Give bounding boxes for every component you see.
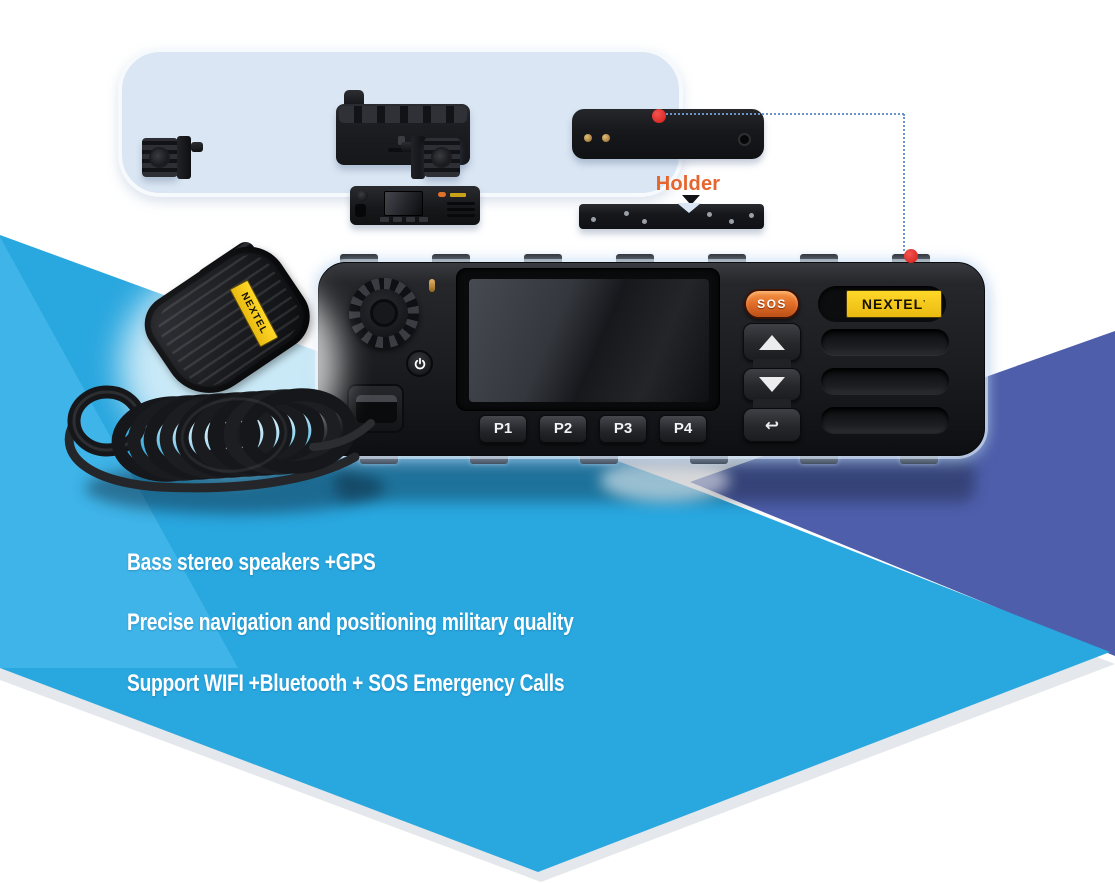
radio-body: P1 P2 P3 P4 SOS NEXTEL’ ↩	[318, 262, 985, 456]
brand-logo-text: NEXTEL	[861, 296, 924, 312]
up-arrow-icon	[759, 334, 785, 350]
mini-p-button	[393, 217, 402, 222]
power-button	[406, 350, 433, 377]
knob-core	[370, 299, 398, 327]
heatsink-ribs	[339, 106, 467, 123]
radio-front-view-small	[350, 186, 480, 225]
mic-coiled-cable	[64, 385, 375, 493]
speaker-slot	[821, 368, 949, 394]
down-arrow-icon	[759, 377, 785, 392]
callout-dot-holder	[652, 109, 666, 123]
holder-pointer-arrow	[682, 195, 700, 205]
brand-logo: NEXTEL’	[846, 290, 942, 318]
mic-connector-socket	[347, 384, 404, 433]
back-arrow-icon: ↩	[764, 415, 780, 435]
p3-button: P3	[599, 415, 647, 443]
status-led	[429, 279, 435, 292]
mic-connector-opening	[356, 395, 397, 423]
sos-button: SOS	[744, 289, 800, 319]
mini-p-button	[419, 217, 428, 222]
radio-top-view	[336, 104, 470, 165]
mini-speaker-slot	[447, 214, 475, 217]
speaker-slot	[821, 407, 949, 433]
headline-line-2: Precise navigation and positioning milit…	[127, 609, 574, 636]
nav-connector	[753, 399, 791, 410]
channel-down-button	[743, 368, 801, 401]
headline-line-1: Bass stereo speakers +GPS	[127, 549, 376, 576]
clamp-boss	[433, 149, 450, 166]
holder-label: Holder	[655, 173, 721, 195]
callout-dashed-line-horizontal	[666, 113, 904, 115]
back-button: ↩	[743, 408, 801, 442]
screw-dot	[642, 219, 647, 224]
contact-pin	[602, 134, 610, 142]
mini-screen	[384, 191, 423, 216]
nav-connector	[753, 359, 791, 370]
clamp-knob	[191, 142, 203, 152]
headline-line-3: Support WIFI +Bluetooth + SOS Emergency …	[127, 670, 565, 697]
mini-speaker-slot	[447, 202, 475, 205]
screw-dot	[749, 213, 754, 218]
clamp-boss	[151, 149, 168, 166]
accessories-panel: Holder	[118, 48, 764, 229]
mini-mic-socket	[355, 204, 366, 217]
mini-p-button	[380, 217, 389, 222]
speaker-slot	[821, 329, 949, 355]
clamp-bar	[177, 136, 191, 179]
mini-speaker-slot	[447, 208, 475, 211]
p4-button: P4	[659, 415, 707, 443]
mini-p-button	[406, 217, 415, 222]
holder-bracket-top-view	[572, 109, 764, 159]
screw-dot	[729, 219, 734, 224]
mini-brand-plate	[450, 193, 466, 197]
mounting-strip	[579, 203, 764, 229]
p1-button: P1	[479, 415, 527, 443]
mini-sos-button	[438, 192, 446, 197]
channel-up-button	[743, 323, 801, 361]
clamp-bar	[411, 136, 425, 179]
brand-trademark-mark: ’	[923, 300, 927, 307]
power-icon	[414, 357, 425, 369]
top-view-connector	[398, 136, 405, 145]
mini-knob	[357, 190, 368, 201]
screw-dot	[707, 212, 712, 217]
contact-pin	[584, 134, 592, 142]
callout-dashed-line-vertical	[903, 114, 905, 251]
volume-knob	[349, 278, 419, 348]
radio-highlight-reflection	[600, 458, 730, 502]
display-screen	[456, 268, 720, 411]
screen-glass	[469, 279, 709, 402]
screw-dot	[591, 217, 596, 222]
clamp-knob	[401, 142, 413, 152]
top-view-antenna-stub	[344, 90, 364, 107]
strip-notch	[677, 203, 701, 213]
screw-dot	[624, 211, 629, 216]
callout-dot-radio	[904, 249, 918, 263]
p2-button: P2	[539, 415, 587, 443]
screw-hole	[740, 135, 749, 144]
